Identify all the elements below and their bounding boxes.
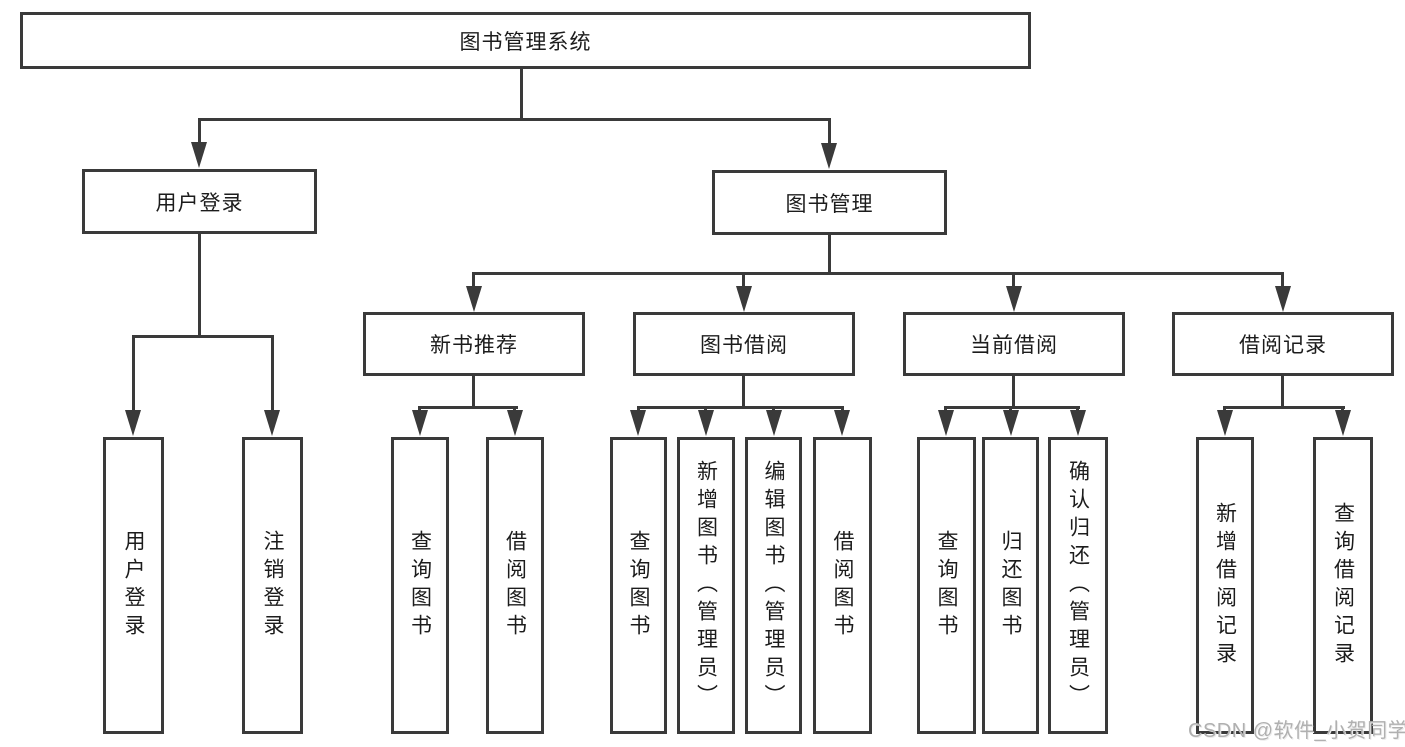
node-current-borrow: 当前借阅 [903, 312, 1125, 376]
connector-line [472, 272, 1284, 275]
node-cur-confirm-return-label: 确认归还（管理员） [1066, 459, 1090, 712]
node-logout: 注销登录 [242, 437, 303, 734]
arrow-down-icon [938, 410, 954, 436]
connector-line [132, 335, 274, 338]
connector-line [1012, 375, 1015, 408]
connector-line [1223, 406, 1345, 409]
arrow-down-icon [1003, 410, 1019, 436]
node-borrow-records: 借阅记录 [1172, 312, 1394, 376]
node-new-book-rec: 新书推荐 [363, 312, 585, 376]
connector-line [520, 68, 523, 120]
node-add-borrow-record: 新增借阅记录 [1196, 437, 1254, 734]
connector-line [472, 375, 475, 408]
arrow-down-icon [1217, 410, 1233, 436]
arrow-down-icon [698, 410, 714, 436]
arrow-down-icon [1006, 286, 1022, 312]
node-bor-add-book-label: 新增图书（管理员） [694, 459, 718, 712]
connector-line [472, 272, 475, 288]
node-rec-borrow-book: 借阅图书 [486, 437, 544, 734]
node-borrow-records-label: 借阅记录 [1239, 334, 1327, 357]
connector-line [271, 335, 274, 412]
node-current-borrow-label: 当前借阅 [970, 334, 1058, 357]
node-cur-query-book-label: 查询图书 [935, 529, 958, 642]
node-rec-query-book: 查询图书 [391, 437, 449, 734]
node-login-label: 用户登录 [122, 529, 145, 642]
connector-line [944, 406, 1080, 409]
node-bor-borrow-book: 借阅图书 [813, 437, 872, 734]
connector-line [1012, 272, 1015, 288]
arrow-down-icon [466, 286, 482, 312]
arrow-down-icon [821, 143, 837, 169]
node-login: 用户登录 [103, 437, 164, 734]
node-cur-confirm-return: 确认归还（管理员） [1048, 437, 1108, 734]
node-user-login-label: 用户登录 [155, 191, 244, 215]
node-book-borrow-label: 图书借阅 [700, 334, 788, 357]
connector-line [828, 234, 831, 274]
node-query-borrow-record-label: 查询借阅记录 [1331, 501, 1355, 670]
connector-line [828, 118, 831, 147]
connector-line [198, 233, 201, 337]
csdn-watermark: CSDN @软件_小贺同学 [1188, 720, 1405, 742]
node-logout-label: 注销登录 [261, 529, 284, 642]
node-cur-query-book: 查询图书 [917, 437, 976, 734]
node-add-borrow-record-label: 新增借阅记录 [1213, 501, 1237, 670]
node-bor-query-book-label: 查询图书 [627, 529, 650, 642]
node-root: 图书管理系统 [20, 12, 1031, 69]
node-book-mgmt-label: 图书管理 [785, 192, 874, 216]
connector-line [742, 375, 745, 408]
arrow-down-icon [1275, 286, 1291, 312]
node-book-borrow: 图书借阅 [633, 312, 855, 376]
arrow-down-icon [1335, 410, 1351, 436]
connector-line [418, 406, 518, 409]
arrow-down-icon [125, 410, 141, 436]
connector-line [132, 335, 135, 412]
node-book-mgmt: 图书管理 [712, 170, 947, 235]
arrow-down-icon [630, 410, 646, 436]
connector-line [637, 406, 844, 409]
arrow-down-icon [507, 410, 523, 436]
arrow-down-icon [736, 286, 752, 312]
arrow-down-icon [191, 142, 207, 168]
connector-line [198, 118, 831, 121]
node-query-borrow-record: 查询借阅记录 [1313, 437, 1373, 734]
node-bor-query-book: 查询图书 [610, 437, 667, 734]
connector-line [1281, 272, 1284, 288]
node-cur-return-book-label: 归还图书 [999, 529, 1022, 642]
arrow-down-icon [766, 410, 782, 436]
arrow-down-icon [412, 410, 428, 436]
node-bor-borrow-book-label: 借阅图书 [831, 529, 854, 642]
arrow-down-icon [834, 410, 850, 436]
node-bor-edit-book: 编辑图书（管理员） [745, 437, 802, 734]
node-new-book-rec-label: 新书推荐 [430, 334, 518, 357]
node-bor-edit-book-label: 编辑图书（管理员） [762, 459, 785, 712]
node-root-label: 图书管理系统 [459, 30, 592, 54]
node-user-login: 用户登录 [82, 169, 317, 234]
connector-line [742, 272, 745, 288]
connector-line [198, 118, 201, 146]
node-cur-return-book: 归还图书 [982, 437, 1039, 734]
node-rec-borrow-book-label: 借阅图书 [503, 529, 527, 642]
connector-line [1281, 375, 1284, 408]
node-rec-query-book-label: 查询图书 [408, 529, 432, 642]
arrow-down-icon [264, 410, 280, 436]
arrow-down-icon [1070, 410, 1086, 436]
node-bor-add-book: 新增图书（管理员） [677, 437, 735, 734]
